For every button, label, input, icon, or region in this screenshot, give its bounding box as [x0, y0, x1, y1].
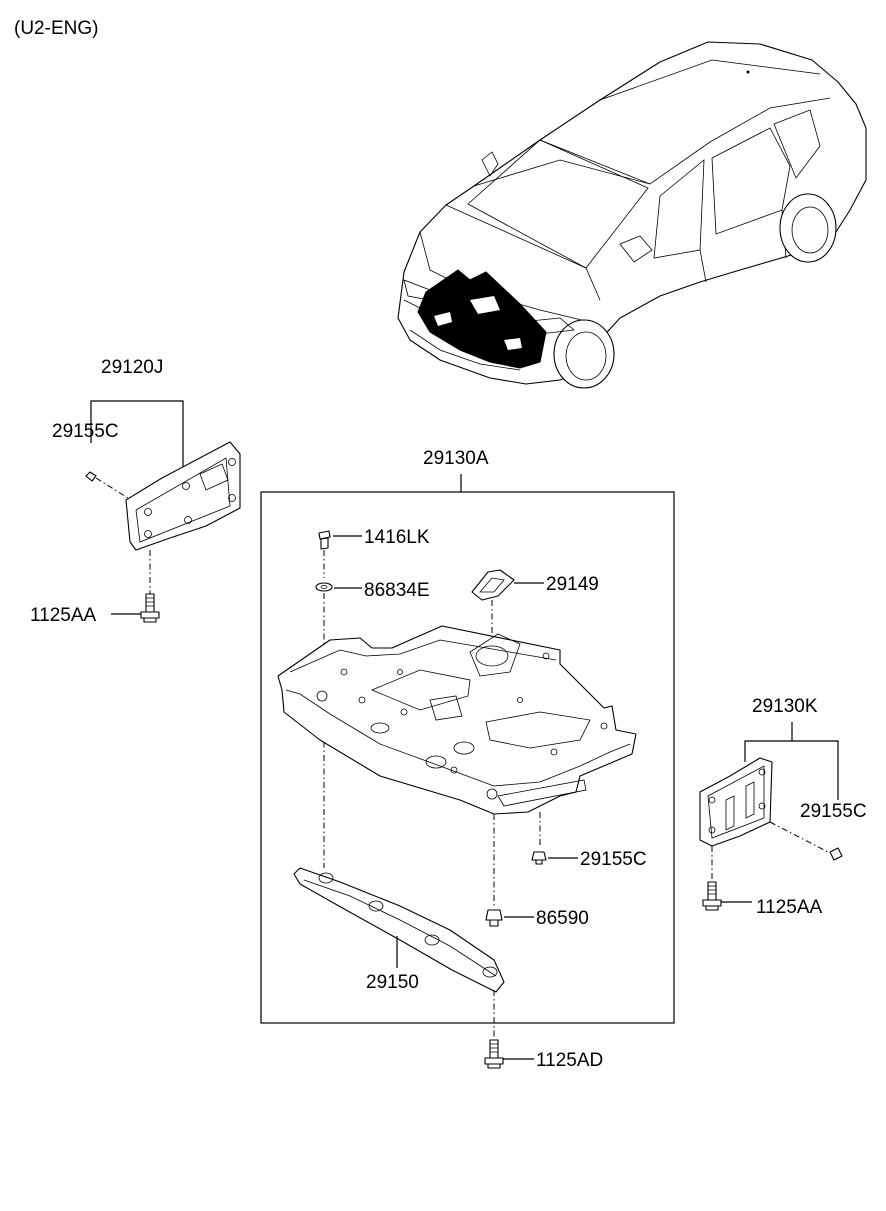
left-bracket-group: 29120J 29155C 1125AA — [30, 357, 241, 626]
leader-29120J — [90, 400, 184, 468]
clip-center-part — [531, 851, 547, 865]
part-label-86590[interactable]: 86590 — [536, 908, 589, 929]
car-illustration — [397, 41, 867, 389]
bolt-bottom-part — [484, 1039, 504, 1069]
stay-part — [293, 867, 505, 993]
part-label-29150[interactable]: 29150 — [366, 972, 419, 993]
center-cover-group: 29130A 1416LK 86834E 29149 — [260, 448, 675, 1071]
part-label-1125AA-right[interactable]: 1125AA — [756, 897, 823, 918]
part-label-29155C-left[interactable]: 29155C — [52, 421, 119, 442]
part-label-29155C-center[interactable]: 29155C — [580, 849, 647, 870]
nut-part — [485, 909, 503, 927]
part-label-1125AD[interactable]: 1125AD — [536, 1050, 603, 1071]
clip-left-part — [85, 471, 97, 482]
part-label-29149[interactable]: 29149 — [546, 574, 599, 595]
assembly-frame — [260, 491, 675, 1024]
part-label-29130K[interactable]: 29130K — [752, 696, 818, 717]
clip-right-part — [829, 847, 843, 861]
part-label-29120J[interactable]: 29120J — [101, 357, 163, 378]
part-label-86834E[interactable]: 86834E — [364, 580, 430, 601]
bolt-left-part — [140, 593, 160, 623]
screw-top-part — [318, 530, 331, 550]
washer-part — [315, 582, 333, 592]
cap-part — [471, 569, 515, 601]
under-cover-part — [277, 625, 637, 815]
part-label-29155C-right[interactable]: 29155C — [800, 801, 867, 822]
bracket-right-part — [699, 757, 773, 847]
part-label-1416LK[interactable]: 1416LK — [364, 527, 430, 548]
right-bracket-group: 29130K 29155C 1125AA — [699, 696, 867, 918]
part-label-1125AA-left[interactable]: 1125AA — [30, 605, 97, 626]
part-label-29130A[interactable]: 29130A — [423, 448, 489, 469]
engine-label: (U2-ENG) — [14, 18, 98, 39]
bolt-right-part — [702, 881, 722, 911]
bracket-left-part — [125, 441, 241, 551]
